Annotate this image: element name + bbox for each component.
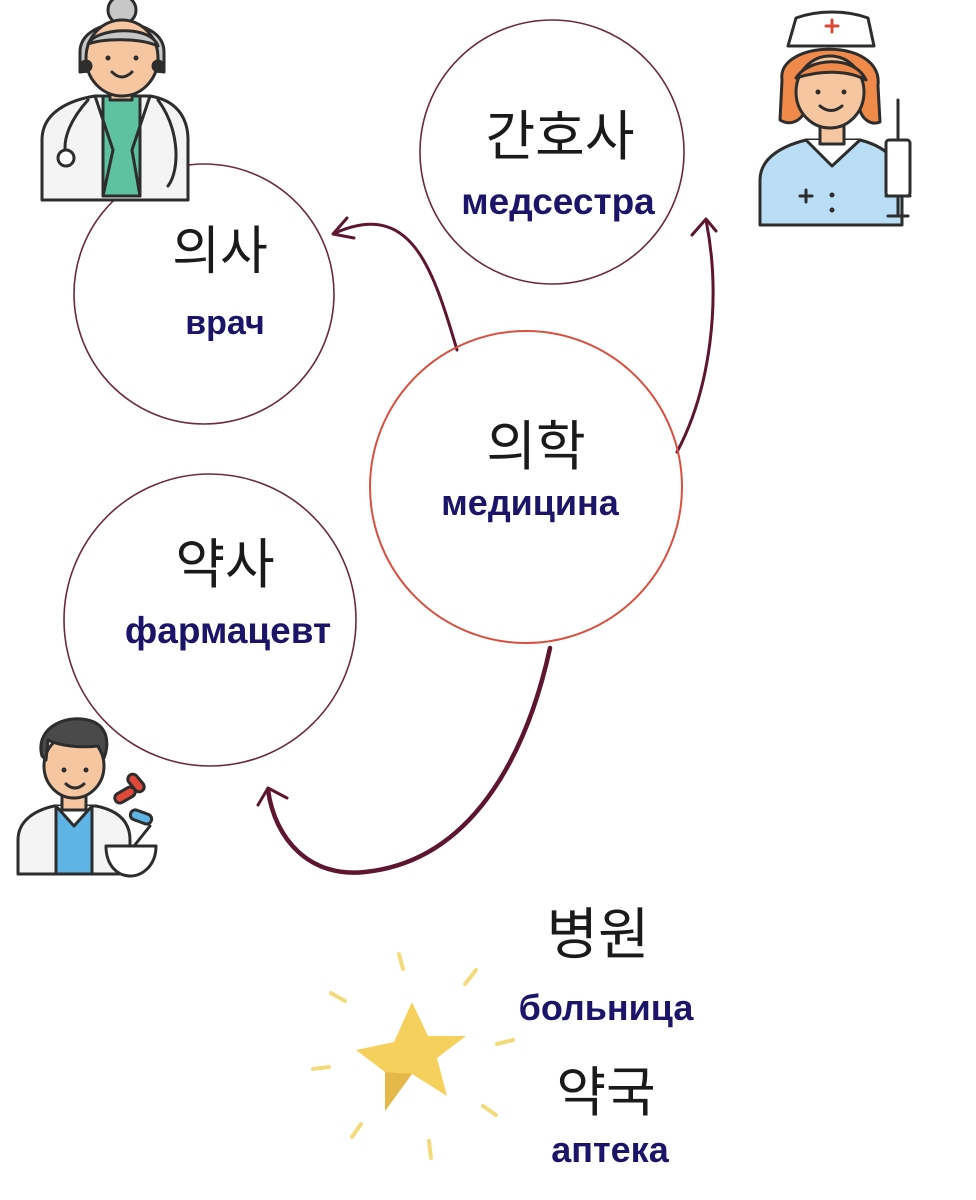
pharmacy-russian-label: аптека <box>551 1129 669 1170</box>
center-korean-label: 의학 <box>486 415 586 478</box>
pharmacist-russian-label: фармацевт <box>124 610 332 651</box>
hospital-korean-label: 병원 <box>546 903 650 968</box>
doctor-russian-label: врач <box>185 304 265 342</box>
sparkle-rays <box>311 952 515 1160</box>
pharmacist-korean-label: 약사 <box>175 533 275 596</box>
hospital-russian-label: больница <box>518 987 694 1028</box>
nurse-icon <box>758 10 912 227</box>
pharmacy-korean-label: 약국 <box>556 1061 656 1124</box>
arrow-to-doctor <box>331 216 459 352</box>
nurse-russian-label: медсестра <box>461 181 655 222</box>
doctor-circle <box>73 163 335 425</box>
pharmacist-circle <box>63 473 357 767</box>
arrow-to-nurse <box>675 217 718 454</box>
doctor-korean-label: 의사 <box>172 222 268 282</box>
center-russian-label: медицина <box>441 482 619 523</box>
star-icon <box>311 952 515 1160</box>
arrow-to-pharmacist <box>256 645 553 875</box>
center-circle <box>369 330 683 644</box>
nurse-korean-label: 간호사 <box>485 105 635 168</box>
pharmacist-icon <box>16 717 158 878</box>
female-doctor-icon <box>40 0 190 202</box>
nurse-circle <box>419 19 685 285</box>
